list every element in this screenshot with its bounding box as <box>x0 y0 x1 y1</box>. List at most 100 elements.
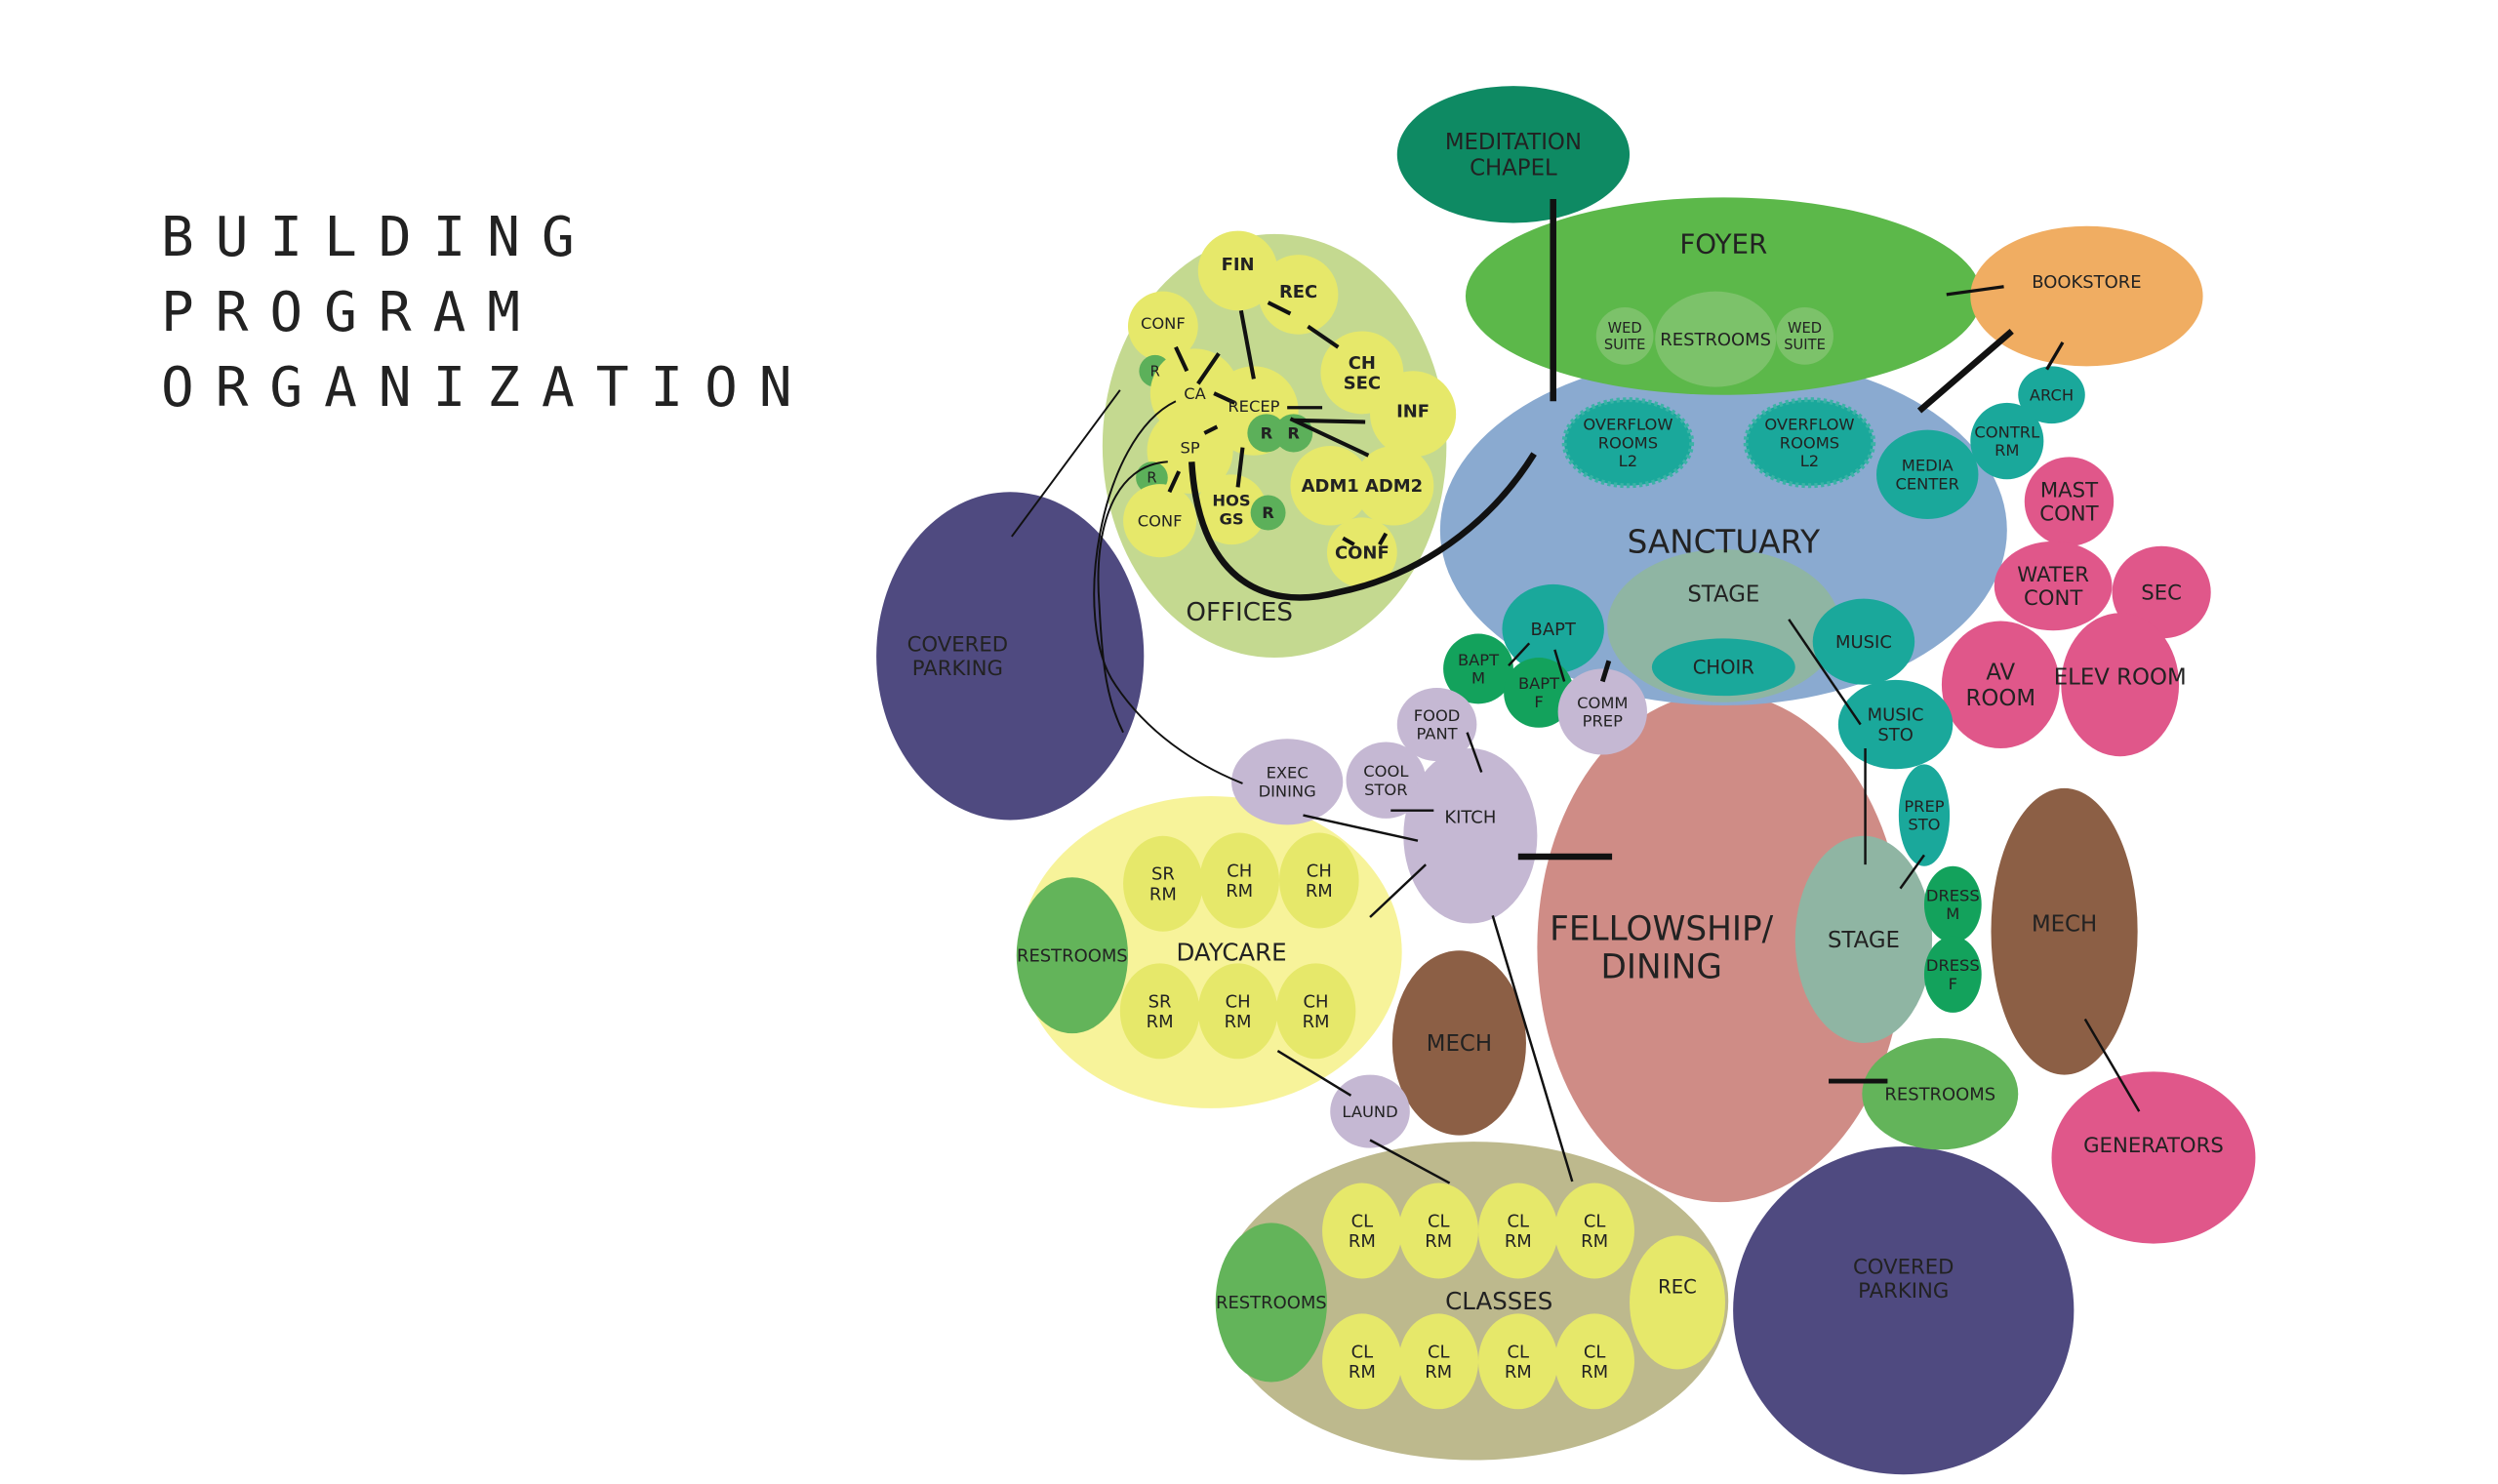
conf-3-bubble <box>1326 517 1397 588</box>
label-line: CL <box>1584 1211 1606 1231</box>
daycare-restrooms-label: RESTROOMS <box>1017 945 1128 966</box>
label-line: FELLOWSHIP/ <box>1550 909 1773 948</box>
label-line: DINING <box>1600 948 1721 987</box>
adjacency-line <box>1196 352 1221 385</box>
sec-label: SEC <box>2141 582 2182 606</box>
adjacency-line <box>1289 417 1370 458</box>
adjacency-line <box>1369 863 1427 918</box>
label-line: CENTER <box>1895 474 1958 493</box>
label-line: RM <box>1225 1012 1252 1032</box>
fellowship-restrooms-label: RESTROOMS <box>1884 1084 1995 1104</box>
label-line: STAGE <box>1828 928 1900 953</box>
fellowship-bubble <box>1537 692 1904 1203</box>
label-line: BAPT <box>1518 674 1559 693</box>
label-line: AV <box>1986 661 2015 686</box>
inf-label: INF <box>1396 401 1430 421</box>
adjacency-line <box>1174 345 1189 373</box>
label-line: CA <box>1184 384 1206 403</box>
label-line: COVERED <box>1853 1256 1954 1280</box>
label-line: CL <box>1428 1342 1450 1362</box>
label-line: RM <box>1505 1362 1532 1383</box>
cl-rm-6-bubble <box>1398 1313 1479 1410</box>
adjacency-line <box>1011 389 1121 538</box>
exec-dining-bubble <box>1231 739 1344 825</box>
label-line: RM <box>1149 884 1177 904</box>
ca-label: CA <box>1184 384 1206 403</box>
mech-right-bubble <box>1991 787 2138 1075</box>
music-sto-bubble <box>1837 679 1954 770</box>
r-4-label: R <box>1147 470 1156 487</box>
cl-rm-3-bubble <box>1478 1183 1558 1279</box>
diagram-title: BUILDING PROGRAM ORGANIZATION <box>161 200 814 425</box>
label-line: CH <box>1227 861 1252 881</box>
adjacency-line <box>1378 532 1389 546</box>
adjacency-line <box>1788 619 1862 726</box>
label-line: FIN <box>1222 255 1255 275</box>
label-line: DRESS <box>1926 886 1980 904</box>
adjacency-line <box>1599 660 1612 683</box>
conf-1-bubble <box>1127 291 1198 362</box>
label-line: DRESS <box>1926 956 1980 975</box>
comm-prep-bubble <box>1557 668 1647 755</box>
r-2-bubble <box>1247 414 1286 453</box>
label-line: REC <box>1279 282 1317 302</box>
label-line: PANT <box>1417 725 1458 743</box>
r-5-label: R <box>1262 503 1274 522</box>
label-line: WED <box>1788 320 1822 337</box>
adjacency-line <box>2045 341 2065 371</box>
conf-2-label: CONF <box>1138 511 1183 530</box>
adm2-label: ADM2 <box>1365 476 1423 497</box>
cool-stor-bubble <box>1346 742 1427 819</box>
label-line: EXEC <box>1267 764 1309 782</box>
fellowship-label: FELLOWSHIP/DINING <box>1550 909 1773 986</box>
label-line: R <box>1261 424 1273 443</box>
adm2-bubble <box>1353 445 1434 526</box>
generators-bubble <box>2051 1071 2256 1244</box>
label-line: R <box>1262 503 1274 522</box>
label-line: RM <box>1425 1231 1452 1252</box>
classes-label: CLASSES <box>1445 1287 1552 1315</box>
label-line: CONTRL <box>1974 422 2039 441</box>
label-line: CHOIR <box>1693 657 1755 679</box>
wed-suite-1-bubble <box>1595 306 1654 365</box>
cl-rm-1-bubble <box>1322 1183 1402 1279</box>
label-line: DAYCARE <box>1176 938 1286 966</box>
label-line: BAPT <box>1458 651 1499 669</box>
contrl-rm-bubble <box>1970 402 2044 480</box>
adm1-label: ADM1 <box>1302 476 1359 497</box>
label-line: CL <box>1351 1211 1374 1231</box>
label-line: MEDIA <box>1902 457 1954 475</box>
label-line: STO <box>1877 725 1913 745</box>
label-line: L2 <box>1619 452 1637 470</box>
ch-rm-1-bubble <box>1199 832 1280 929</box>
adjacency-line <box>1369 1139 1451 1184</box>
kitch-label: KITCH <box>1444 807 1496 827</box>
label-line: KITCH <box>1444 807 1496 827</box>
adjacency-curve <box>1188 452 1537 601</box>
fellowship-stage-bubble <box>1794 835 1933 1043</box>
label-line: BAPT <box>1531 620 1577 640</box>
label-line: ARCH <box>2030 385 2074 404</box>
cl-rm-2-bubble <box>1398 1183 1479 1279</box>
label-line: STAGE <box>1687 582 1759 608</box>
recep-label: RECEP <box>1228 397 1279 416</box>
prep-sto-bubble <box>1898 764 1951 866</box>
label-line: RM <box>1303 1012 1330 1032</box>
label-line: WED <box>1608 320 1642 337</box>
water-cont-bubble <box>1994 541 2113 631</box>
cl-rm-7-bubble <box>1478 1313 1558 1410</box>
mech-right-label: MECH <box>2032 912 2097 938</box>
r-2-label: R <box>1261 424 1273 443</box>
adm1-bubble <box>1290 445 1371 526</box>
label-line: STO <box>1908 816 1940 834</box>
